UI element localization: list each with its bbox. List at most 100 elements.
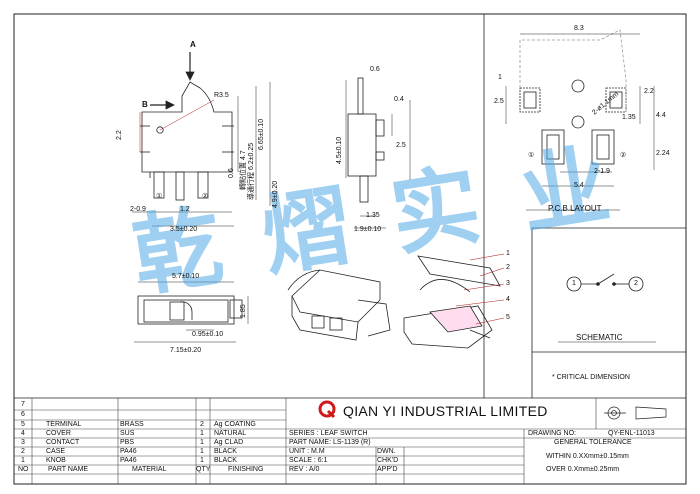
dim-0-95: 0.95±0.10 — [192, 331, 224, 338]
bom-row-5-part: TERMINAL — [46, 421, 82, 428]
bom-row-5-material: BRASS — [120, 421, 144, 428]
bom-row-3-finish: Ag CLAD — [214, 439, 244, 446]
bom-row-3-no: 3 — [21, 439, 25, 446]
dim-total: 6.65±0.10 — [258, 118, 265, 150]
bom-row-2-qty: 1 — [200, 448, 204, 455]
dim-1-35-side: 1.35 — [366, 212, 380, 219]
tolerance-title: GENERAL TOLERANCE — [554, 439, 632, 446]
dim-0-4: 0.4 — [394, 96, 404, 103]
bom-header-finish: FINISHING — [228, 466, 264, 473]
drawing-no-label: DRAWING NO: — [528, 430, 576, 437]
dim-5-7: 5.7±0.10 — [172, 273, 200, 280]
front-view — [132, 52, 271, 227]
dim-2-5: 2.5 — [396, 142, 406, 149]
dim-1-2: 1.2 — [180, 206, 190, 213]
balloon-2: 2 — [506, 264, 510, 271]
dim-travel: 導通行程 6.2±0.25 — [248, 142, 255, 200]
dim-0-6-side: 0.6 — [370, 66, 380, 73]
bom-row-5-no: 5 — [21, 421, 25, 428]
schematic-title: SCHEMATIC — [576, 333, 623, 342]
bom-row-5-qty: 2 — [200, 421, 204, 428]
isometric-view — [287, 255, 501, 349]
appd-label: APP'D — [377, 466, 398, 473]
schematic-pin-1: 1 — [572, 280, 576, 287]
bom-row-3-qty: 1 — [200, 439, 204, 446]
company-name: QIAN YI INDUSTRIAL LIMITED — [343, 403, 548, 419]
company-logo-icon — [318, 400, 336, 419]
part-name-field: PART NAME: LS-1139 (R) — [289, 439, 371, 446]
dwn-label: DWN. — [377, 448, 396, 455]
bom-header-no: NO — [18, 466, 29, 473]
balloon-5: 5 — [506, 314, 510, 321]
pcb-pin-2: ② — [620, 152, 627, 159]
chkd-label: CHK'D — [377, 457, 399, 464]
bom-row-2-no: 2 — [21, 448, 25, 455]
dim-1-85: 1.85 — [240, 304, 247, 318]
bom-row-1-no: 1 — [21, 457, 25, 464]
critical-dimension-note: * CRITICAL DIMENSION — [552, 374, 630, 381]
bottom-view — [134, 281, 249, 343]
bom-row-2-finish: BLACK — [214, 448, 237, 455]
balloon-1: 1 — [506, 250, 510, 257]
pcb-dim-2-24: 2.24 — [656, 150, 670, 157]
bom-row-2-part: CASE — [46, 448, 66, 455]
schematic-diagram — [558, 273, 656, 343]
bom-row-2-material: PA46 — [120, 448, 137, 455]
bom-row-3-part: CONTACT — [46, 439, 80, 446]
dim-2-2: 2.2 — [116, 130, 123, 140]
pin-1-label: ① — [156, 193, 163, 200]
dim-1-9: 1.9±0.10 — [354, 226, 382, 233]
dim-4-5: 4.5±0.10 — [336, 136, 343, 164]
balloon-3: 3 — [506, 280, 510, 287]
drawing-no-value: QY-ENL-11013 — [608, 430, 655, 437]
bom-row-4-no: 4 — [21, 430, 25, 437]
bom-header-part: PART NAME — [48, 466, 89, 473]
tolerance-over: OVER 0.Xmm±0.25mm — [546, 466, 620, 473]
pcb-dim-pitch: 2-1.9 — [594, 168, 610, 175]
dim-radius: R3.5 — [214, 92, 229, 99]
pcb-dim-1-35: 1.35 — [622, 114, 636, 121]
schematic-pin-2: 2 — [634, 280, 638, 287]
pcb-dim-8-3: 8.3 — [574, 25, 584, 32]
pcb-layout — [505, 29, 655, 211]
bom-header-material: MATERIAL — [132, 466, 167, 473]
bom-row-4-part: COVER — [46, 430, 71, 437]
bom-row-5-finish: Ag COATING — [214, 421, 256, 428]
balloon-leaders — [455, 253, 505, 325]
bom-row-1-finish: BLACK — [214, 457, 237, 464]
pcb-dim-2-2: 2.2 — [644, 88, 654, 95]
side-view — [345, 77, 411, 229]
rev-field: REV : A/0 — [289, 466, 320, 473]
bom-row-4-material: SUS — [120, 430, 135, 437]
dim-pos-note: 轉點位置 4.7 — [240, 150, 247, 190]
bom-row-4-finish: NATURAL — [214, 430, 247, 437]
unit-field: UNIT : M.M — [289, 448, 325, 455]
bom-header-qty: QTY — [196, 466, 211, 473]
pcb-dim-1: 1 — [498, 74, 502, 81]
series-field: SERIES : LEAF SWITCH — [289, 430, 368, 437]
bom-row-3-material: PBS — [120, 439, 135, 446]
dim-pitch: 2-0.9 — [130, 206, 146, 213]
bom-row-7-no: 7 — [21, 401, 25, 408]
pcb-pin-1: ① — [528, 152, 535, 159]
projection-symbol-icon — [604, 406, 667, 420]
pcb-layout-title: P.C.B.LAYOUT — [548, 204, 602, 213]
pcb-dim-4-4: 4.4 — [656, 112, 666, 119]
bom-row-6-no: 6 — [21, 411, 25, 418]
dim-width: 3.5±0.20 — [170, 226, 198, 233]
scale-field: SCALE : 6:1 — [289, 457, 328, 464]
title-block-grid — [14, 398, 686, 484]
bom-row-1-part: KNOB — [46, 457, 66, 464]
tolerance-within: WITHIN 0.XXmm±0.15mm — [546, 453, 629, 460]
pin-2-label: ② — [202, 193, 209, 200]
dim-0-6-front: 0.6 — [228, 168, 235, 178]
dim-height: 4.9±0.20 — [272, 180, 279, 208]
bom-row-1-qty: 1 — [200, 457, 204, 464]
arrow-b-label: B — [142, 100, 148, 109]
pcb-dim-2-5: 2.5 — [494, 98, 504, 105]
bom-row-1-material: PA46 — [120, 457, 137, 464]
arrow-a-label: A — [190, 40, 196, 49]
bom-row-4-qty: 1 — [200, 430, 204, 437]
pcb-dim-5-4: 5.4 — [574, 182, 584, 189]
